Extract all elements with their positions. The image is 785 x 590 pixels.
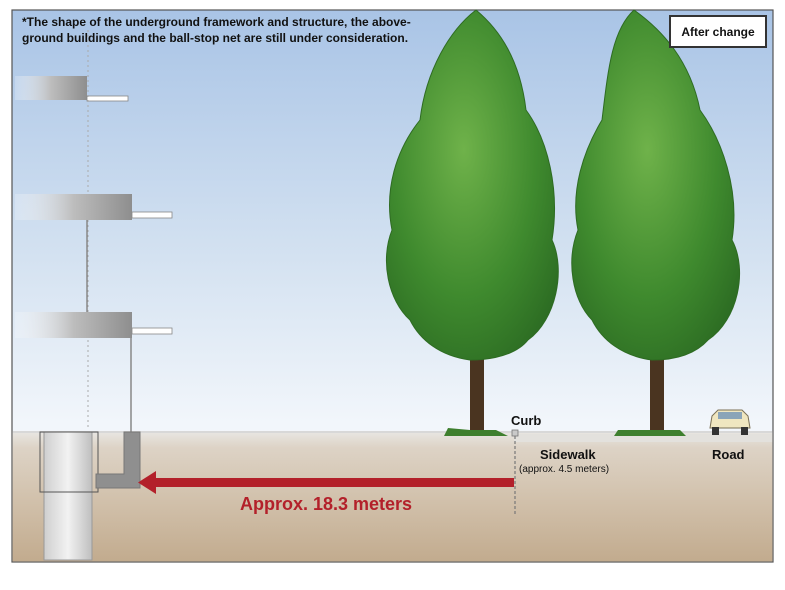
curb-block (511, 429, 519, 437)
underground-wall (95, 431, 141, 489)
sidewalk-label: Sidewalk (540, 447, 596, 462)
road-label: Road (712, 447, 745, 462)
consideration-note: *The shape of the underground framework … (22, 15, 411, 45)
building-floor-slab (15, 312, 132, 338)
curb-label: Curb (511, 413, 542, 428)
underground-pillar (43, 431, 93, 561)
road-surface (514, 434, 773, 442)
car-wheel (712, 427, 719, 435)
tree-icon (571, 9, 741, 436)
car-wheel (741, 427, 748, 435)
tree-grass (614, 430, 686, 436)
arrow-shaft (150, 478, 514, 487)
underground-framework (39, 431, 141, 561)
building-structure (15, 30, 173, 432)
tree-foliage (571, 9, 741, 361)
tree-grass (444, 428, 508, 436)
ball-stop-ledge (131, 327, 173, 335)
arrow-left-icon (138, 471, 514, 494)
building-floor-slab (15, 76, 87, 100)
arrow-head (138, 471, 156, 494)
ball-stop-ledge (86, 95, 129, 102)
tree-icon (386, 9, 559, 436)
after-change-badge: After change (669, 15, 767, 48)
distance-label: Approx. 18.3 meters (240, 494, 413, 514)
car-icon (709, 409, 751, 435)
underground-box (39, 431, 99, 493)
ball-stop-ledge (131, 211, 173, 219)
building-floor-slab (15, 194, 132, 220)
tree-foliage (386, 9, 559, 361)
sidewalk-width-label: (approx. 4.5 meters) (519, 464, 610, 475)
car-windshield (718, 412, 742, 419)
